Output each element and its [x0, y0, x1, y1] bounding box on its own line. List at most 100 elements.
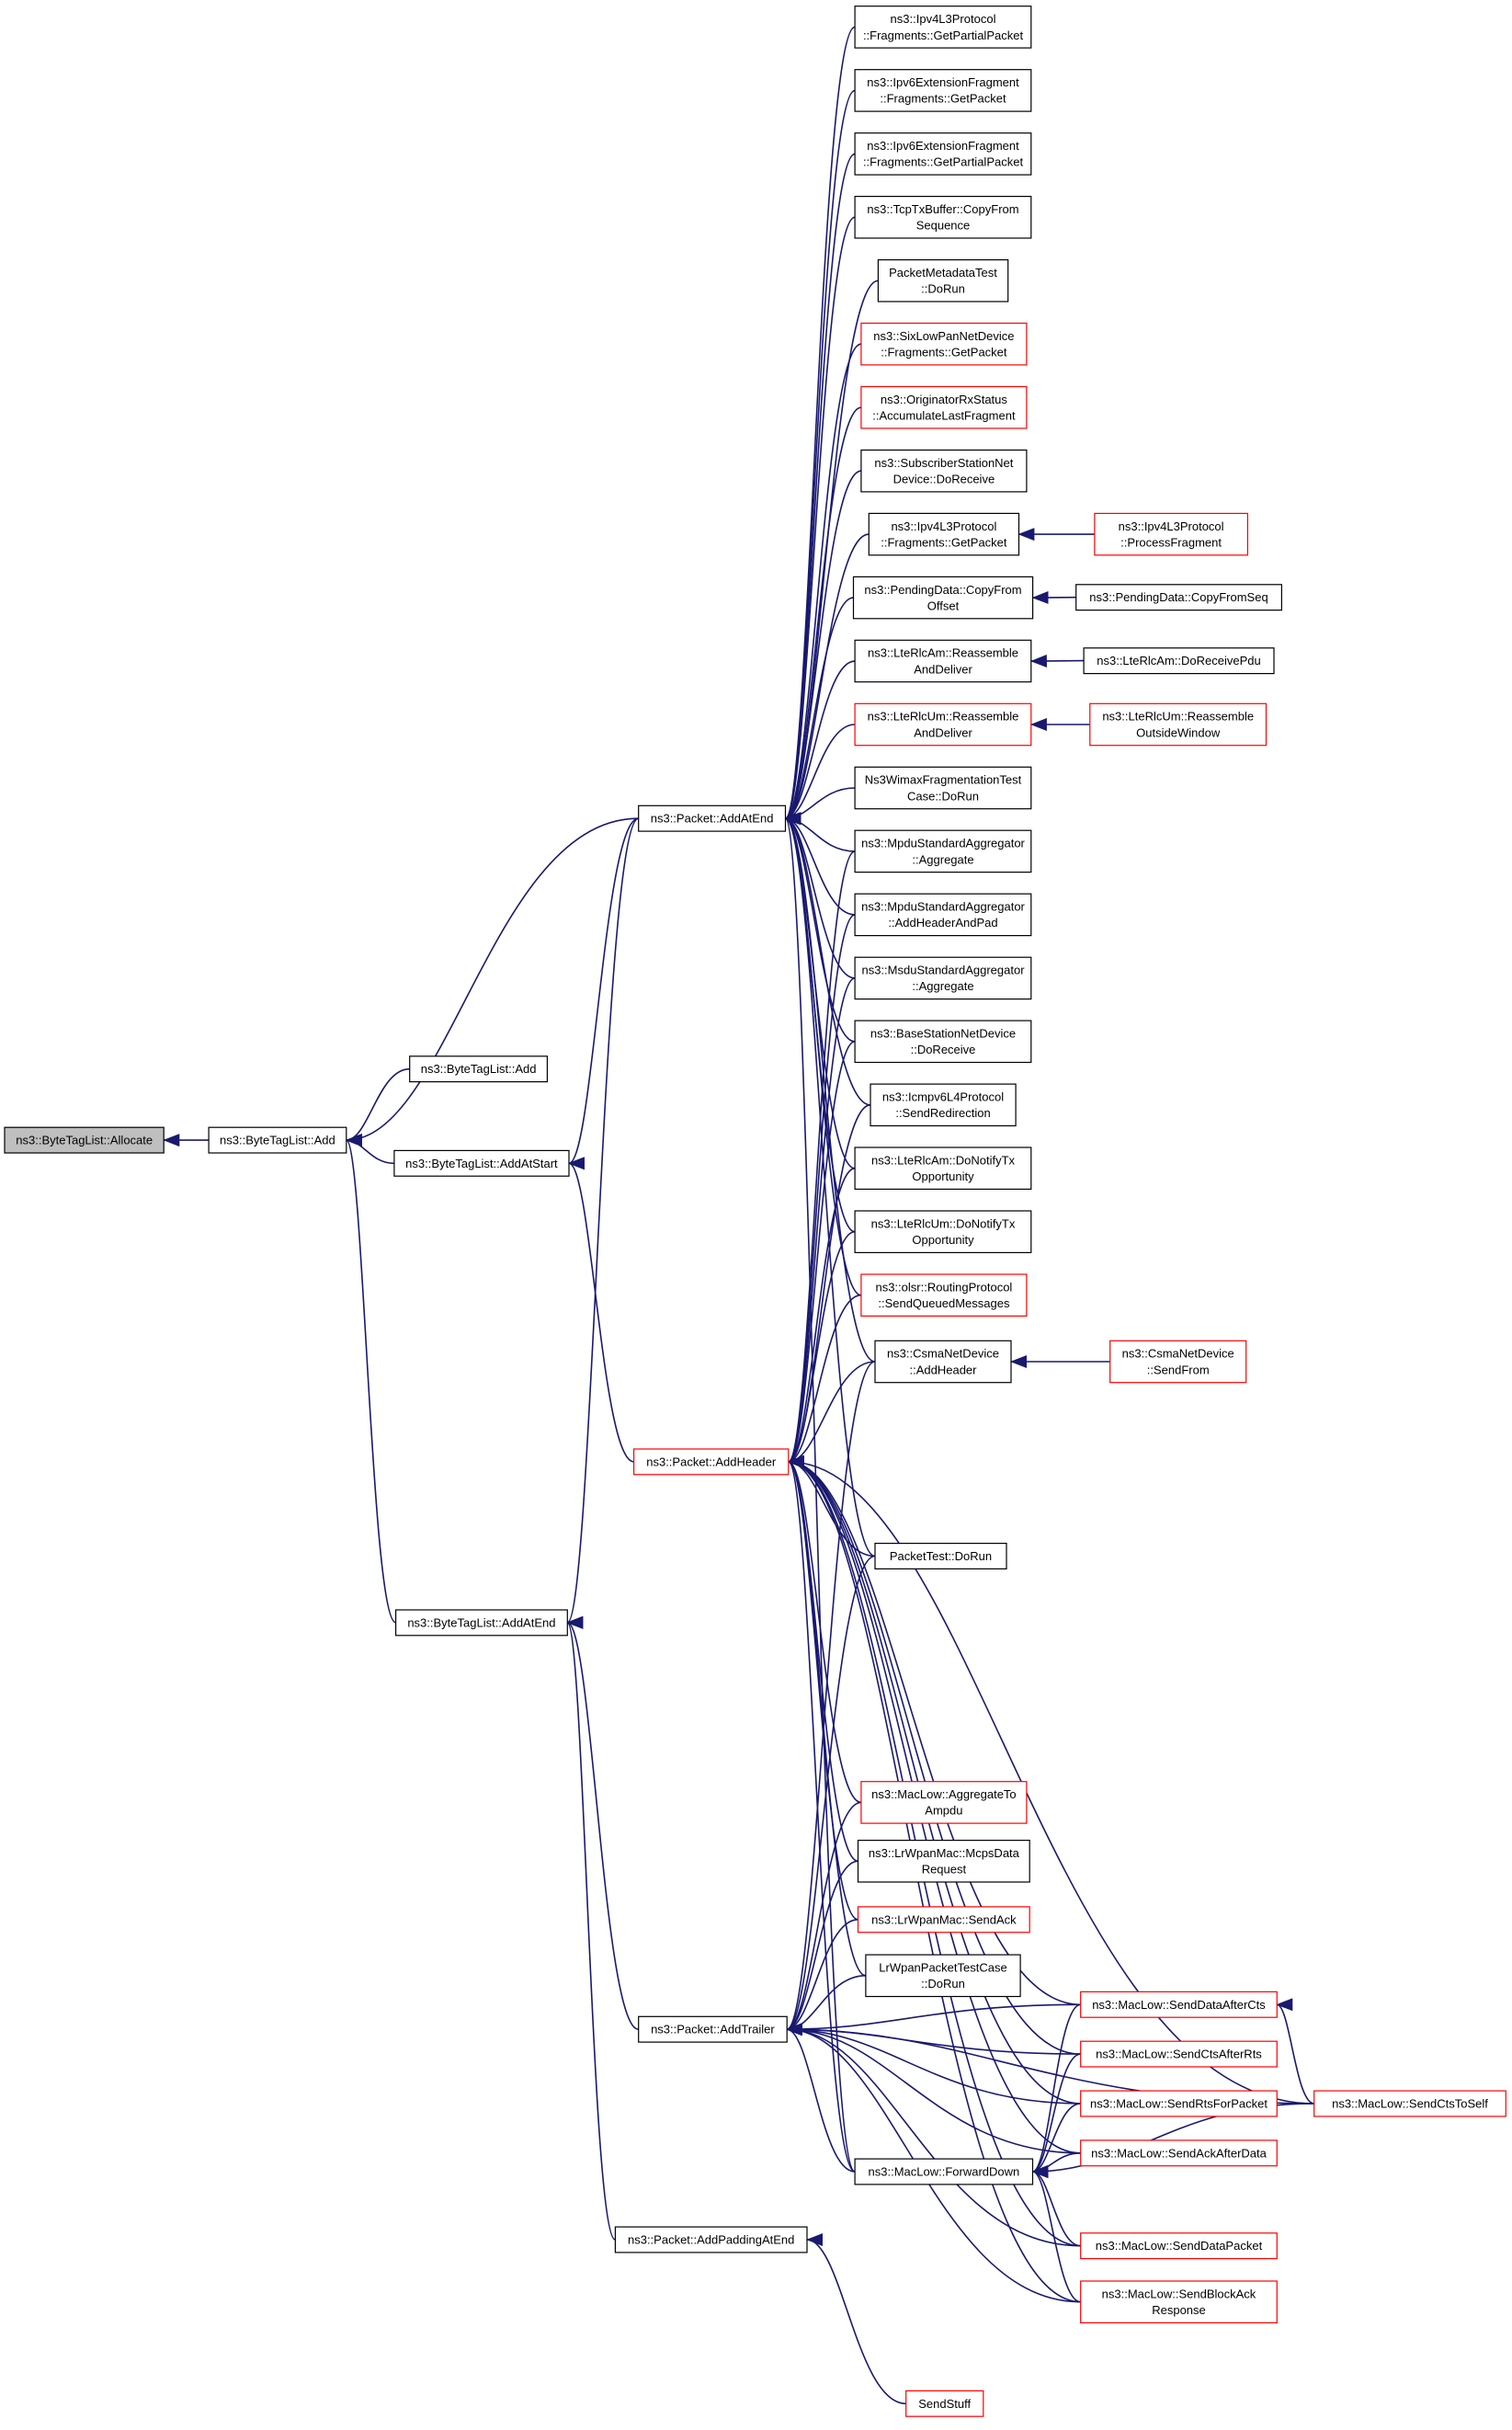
node-label: ns3::MpduStandardAggregator — [861, 837, 1025, 850]
edge-maclow-rtsforpkt-to-pkt-addtrailer — [786, 2023, 1081, 2105]
node-label: ns3::PendingData::CopyFrom — [864, 583, 1021, 597]
node-lrwpan-sendack[interactable]: ns3::LrWpanMac::SendAck — [857, 1906, 1030, 1934]
node-box — [1080, 1991, 1278, 2018]
node-maclow-dataaftercts[interactable]: ns3::MacLow::SendDataAfterCts — [1080, 1991, 1278, 2018]
node-maclow-ctsafterrts[interactable]: ns3::MacLow::SendCtsAfterRts — [1080, 2040, 1278, 2068]
node-sixlowpan-get[interactable]: ns3::SixLowPanNetDevice::Fragments::GetP… — [860, 322, 1028, 366]
edge-rlcam-notify-to-pkt-addheader — [787, 1168, 856, 1468]
node-basestation-recv[interactable]: ns3::BaseStationNetDevice::DoReceive — [854, 1020, 1032, 1064]
node-label: ns3::ByteTagList::AddAtEnd — [407, 1615, 555, 1629]
edge-lrwpan-pkttest-to-pkt-addheader — [787, 1455, 867, 1977]
node-pkt-addheader[interactable]: ns3::Packet::AddHeader — [632, 1448, 790, 1476]
node-ipv6-frag-get[interactable]: ns3::Ipv6ExtensionFragment::Fragments::G… — [854, 69, 1032, 112]
node-label: ns3::MacLow::SendCtsToSelf — [1332, 2096, 1488, 2110]
node-label: ns3::MacLow::SendBlockAck — [1102, 2287, 1256, 2300]
node-box — [857, 1906, 1030, 1934]
node-label: ns3::Packet::AddAtEnd — [651, 812, 774, 826]
node-ipv4-processfrag[interactable]: ns3::Ipv4L3Protocol::ProcessFragment — [1094, 512, 1249, 556]
node-maclow-ackafterdata[interactable]: ns3::MacLow::SendAckAfterData — [1080, 2139, 1278, 2167]
edge-lrwpan-mcps-to-pkt-addheader — [787, 1455, 858, 1863]
node-label: Opportunity — [912, 1233, 974, 1247]
node-lrwpan-pkttest[interactable]: LrWpanPacketTestCase::DoRun — [865, 1954, 1021, 1998]
node-packettest-dorun[interactable]: PacketTest::DoRun — [874, 1542, 1007, 1569]
node-label: ns3::LteRlcUm::DoNotifyTx — [871, 1216, 1016, 1230]
node-btl-add[interactable]: ns3::ByteTagList::Add — [208, 1126, 347, 1154]
node-olsr-send[interactable]: ns3::olsr::RoutingProtocol::SendQueuedMe… — [860, 1273, 1028, 1318]
node-ipv6-frag-getpartial[interactable]: ns3::Ipv6ExtensionFragment::Fragments::G… — [854, 132, 1032, 176]
node-pktmeta-dorun[interactable]: PacketMetadataTest::DoRun — [877, 259, 1009, 302]
edge-maclow-aggregate-to-pkt-addheader — [787, 1455, 862, 1804]
edge-btl-addatstart-to-btl-add — [345, 1134, 394, 1165]
node-maclow-forwarddown[interactable]: ns3::MacLow::ForwardDown — [854, 2158, 1034, 2185]
node-rlcam-doreceive[interactable]: ns3::LteRlcAm::DoReceivePdu — [1083, 647, 1275, 675]
node-pending-copyfromseq[interactable]: ns3::PendingData::CopyFromSeq — [1075, 584, 1282, 611]
node-box — [854, 829, 1032, 873]
node-pkt-addtrailer[interactable]: ns3::Packet::AddTrailer — [638, 2015, 788, 2043]
node-box — [854, 956, 1032, 1000]
node-box — [1080, 2232, 1278, 2260]
edge-maclow-aggregate-to-pkt-addtrailer — [786, 1801, 862, 2036]
edge-rlcam-doreceive-to-rlcam-reassemble — [1029, 654, 1085, 667]
node-label: ns3::MacLow::SendRtsForPacket — [1090, 2096, 1268, 2110]
node-csma-sendfrom[interactable]: ns3::CsmaNetDevice::SendFrom — [1109, 1340, 1247, 1384]
node-originator-acc[interactable]: ns3::OriginatorRxStatus::AccumulateLastF… — [860, 385, 1028, 429]
node-icmpv6-redirect[interactable]: ns3::Icmpv6L4Protocol::SendRedirection — [870, 1083, 1017, 1127]
node-box — [1080, 2040, 1278, 2068]
node-subscriber-recv[interactable]: ns3::SubscriberStationNetDevice::DoRecei… — [860, 449, 1028, 493]
node-maclow-rtsforpkt[interactable]: ns3::MacLow::SendRtsForPacket — [1080, 2090, 1278, 2117]
node-sendstuff[interactable]: SendStuff — [905, 2390, 984, 2417]
node-label: ::Fragments::GetPartialPacket — [863, 155, 1024, 169]
node-box — [865, 1954, 1021, 1998]
node-ipv4-frag-get[interactable]: ns3::Ipv4L3Protocol::Fragments::GetPacke… — [868, 512, 1020, 556]
node-allocate[interactable]: ns3::ByteTagList::Allocate — [4, 1126, 165, 1154]
node-msdu-aggregate[interactable]: ns3::MsduStandardAggregator::Aggregate — [854, 956, 1032, 1000]
node-label: Sequence — [916, 219, 971, 233]
node-pkt-addpadding[interactable]: ns3::Packet::AddPaddingAtEnd — [614, 2226, 808, 2253]
node-label: ns3::Ipv6ExtensionFragment — [867, 139, 1019, 153]
node-btl-addatend[interactable]: ns3::ByteTagList::AddAtEnd — [395, 1609, 568, 1637]
edge-olsr-send-to-pkt-addatend — [784, 812, 862, 1296]
node-box — [854, 1147, 1032, 1191]
node-maclow-ctstoself[interactable]: ns3::MacLow::SendCtsToSelf — [1313, 2090, 1506, 2117]
node-label: ns3::OriginatorRxStatus — [881, 393, 1008, 406]
node-box — [854, 702, 1032, 747]
node-ipv4-frag-getpartial[interactable]: ns3::Ipv4L3Protocol::Fragments::GetParti… — [854, 6, 1032, 49]
node-box — [854, 893, 1032, 937]
node-btl-add2[interactable]: ns3::ByteTagList::Add — [409, 1055, 549, 1083]
edge-maclow-forwarddown-to-pkt-addtrailer — [786, 2023, 856, 2173]
node-pkt-addatend[interactable]: ns3::Packet::AddAtEnd — [638, 804, 787, 832]
node-label: ::Aggregate — [912, 852, 973, 866]
node-label: ::Fragments::GetPacket — [881, 346, 1007, 359]
edge-sixlowpan-get-to-pkt-addatend — [784, 343, 862, 825]
node-mpdu-addheaderpad[interactable]: ns3::MpduStandardAggregator::AddHeaderAn… — [854, 893, 1032, 937]
node-box — [868, 512, 1020, 556]
edge-maclow-ctstoself-to-maclow-dataaftercts — [1276, 1998, 1314, 2105]
node-box — [854, 6, 1032, 49]
node-label: ::DoRun — [921, 1977, 965, 1991]
node-box — [854, 69, 1032, 112]
edge-rlcum-notify-to-pkt-addheader — [787, 1230, 856, 1468]
node-label: ::Fragments::GetPacket — [880, 92, 1006, 106]
node-mpdu-aggregate[interactable]: ns3::MpduStandardAggregator::Aggregate — [854, 829, 1032, 873]
node-box — [1080, 2280, 1278, 2324]
node-label: AndDeliver — [914, 662, 972, 676]
node-label: ns3::MacLow::SendDataAfterCts — [1092, 1998, 1266, 2012]
node-csma-addheader[interactable]: ns3::CsmaNetDevice::AddHeader — [874, 1340, 1012, 1384]
node-box — [1109, 1340, 1247, 1384]
node-label: ns3::Packet::AddPaddingAtEnd — [628, 2233, 794, 2247]
node-label: ns3::MacLow::AggregateTo — [871, 1787, 1017, 1801]
node-maclow-datapacket[interactable]: ns3::MacLow::SendDataPacket — [1080, 2232, 1278, 2260]
node-btl-addatstart[interactable]: ns3::ByteTagList::AddAtStart — [393, 1149, 570, 1177]
